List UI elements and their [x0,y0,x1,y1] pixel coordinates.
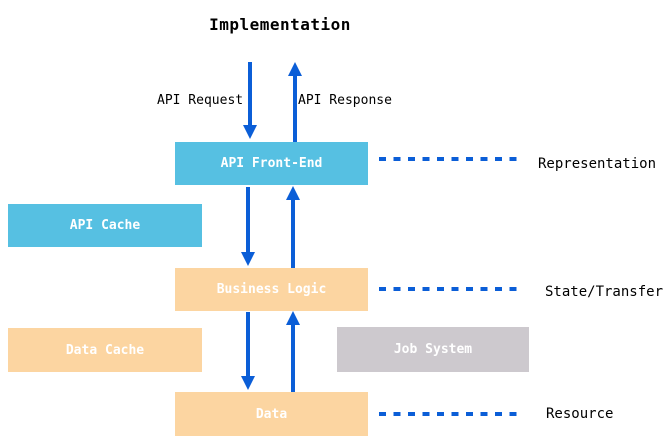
dashed-connector-state-transfer [379,287,521,291]
api-response-label: API Response [298,93,392,108]
box-data-cache: Data Cache [8,328,202,372]
box-label: API Front-End [220,156,323,171]
arrow-down-frontend-to-business [241,187,255,266]
arrow-down-implementation-to-frontend [243,62,257,139]
arrow-shaft [246,187,250,254]
arrow-head-icon [241,376,255,390]
arrow-up-business-to-frontend [286,186,300,268]
layer-label-state-transfer: State/Transfer [545,284,664,300]
arrow-head-icon [288,62,302,76]
box-api-cache: API Cache [8,204,202,247]
box-label: Data [255,406,288,422]
dashed-connector-resource [379,412,521,416]
box-job-system: Job System [337,327,529,372]
arrow-shaft [246,312,250,378]
box-api-front-end: API Front-End [175,142,368,185]
arrow-head-icon [243,125,257,139]
layer-label-representation: Representation [538,156,657,172]
diagram-title: Implementation [209,15,351,34]
box-label: Job System [393,342,473,357]
layer-label-resource: Resource [546,406,614,422]
arrow-shaft [248,62,252,127]
arrow-head-icon [286,311,300,325]
arrow-down-business-to-data [241,312,255,390]
box-label: Business Logic [216,282,327,297]
dashed-connector-representation [379,157,521,161]
box-label: API Cache [69,218,141,233]
arrow-head-icon [241,252,255,266]
box-business-logic: Business Logic [175,268,368,311]
arrow-up-data-to-business [286,311,300,392]
arrow-shaft [291,198,295,268]
arrow-up-frontend-to-implementation [288,62,302,142]
arrow-head-icon [286,186,300,200]
arrow-shaft [291,323,295,392]
box-label: Data Cache [65,342,145,358]
box-data: Data [175,392,368,436]
arrow-shaft [293,74,297,142]
api-request-label: API Request [157,93,244,108]
